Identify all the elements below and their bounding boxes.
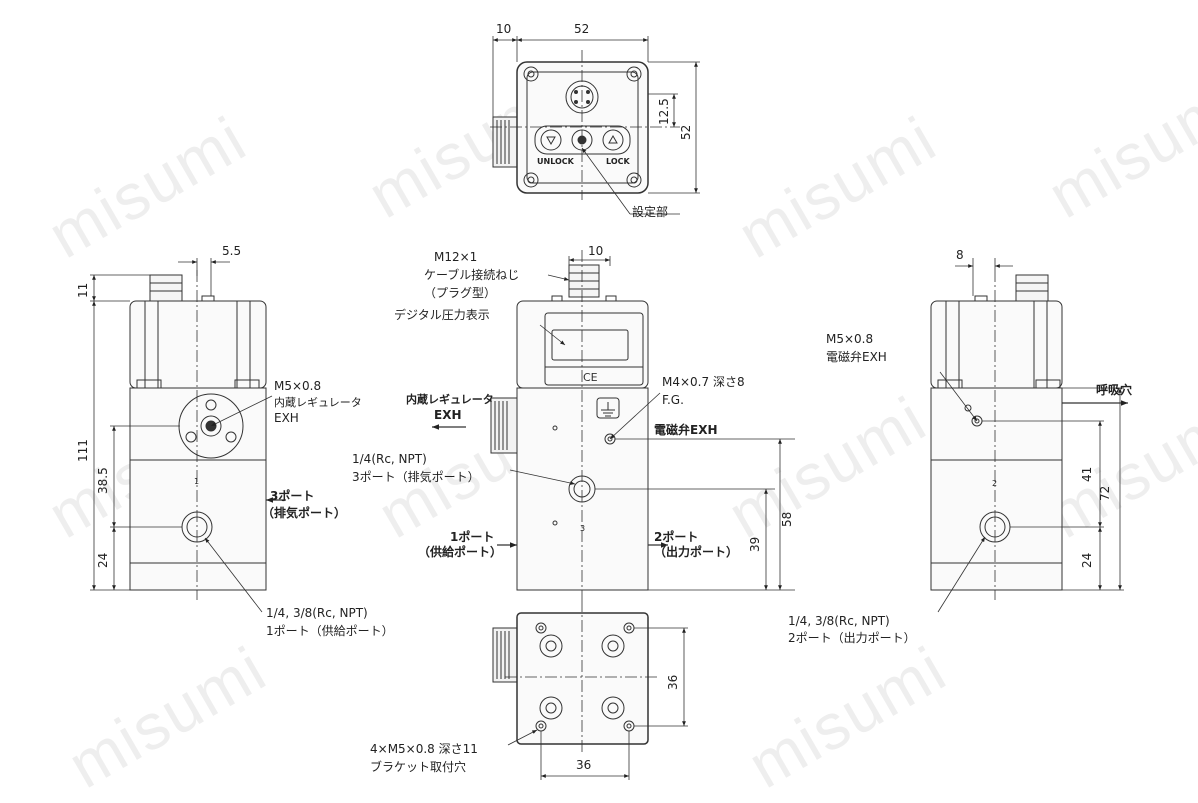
left-view [90,258,286,613]
setting-part-label: 設定部 [632,205,669,219]
dim-front-10: 10 [588,244,604,258]
m12-label: M12×1 [434,250,478,264]
dim-left-38-5: 38.5 [96,467,110,494]
thread-quarter-label: 1/4(Rc, NPT) [352,452,427,466]
dim-left-111: 111 [76,439,90,462]
front-port-number: 3 [580,524,586,533]
left-internal-reg-label: 内蔵レギュレータ [274,396,362,409]
dim-top-52-width: 52 [574,22,590,36]
dim-top-52-height: 52 [679,124,693,140]
dim-left-5-5: 5.5 [222,244,242,258]
right-port2-label: 2ポート（出力ポート） [788,631,916,645]
left-port-number: 1 [194,477,200,486]
dim-bottom-36-width: 36 [576,758,592,772]
right-view [930,258,1128,613]
cable-thread-label: ケーブル接続ねじ [424,268,520,282]
dim-left-24: 24 [96,552,110,568]
digital-display-label: デジタル圧力表示 [394,308,490,322]
dim-right-41: 41 [1080,466,1094,482]
front-solenoid-exh-label: 電磁弁EXH [654,423,718,437]
fg-label: F.G. [662,393,684,407]
m4-label: M4×0.7 深さ8 [662,375,745,389]
dim-right-24: 24 [1080,552,1094,568]
left-thread-label: 1/4, 3/8(Rc, NPT) [266,606,368,620]
dim-top-10: 10 [496,22,512,36]
front-view: CE [432,250,795,600]
left-port1-label: 1ポート（供給ポート） [266,624,394,638]
right-port-number: 2 [992,479,998,488]
right-solenoid-exh-label: 電磁弁EXH [826,350,887,364]
left-port3-label: 3ポート [270,489,315,503]
left-exh-label: EXH [274,411,299,425]
breathing-hole-label: 呼吸穴 [1096,383,1133,397]
bracket-hole-label: ブラケット取付穴 [370,760,467,774]
front-exh-label: EXH [434,408,462,422]
front-port2-label: 2ポート [654,530,699,544]
dim-right-8: 8 [956,248,964,262]
right-m5-label: M5×0.8 [826,332,874,346]
bracket-thread-label: 4×M5×0.8 深さ11 [370,742,478,756]
left-m5-label: M5×0.8 [274,379,322,393]
bottom-view [492,600,688,780]
front-internal-reg-label: 内蔵レギュレータ [406,393,494,406]
left-port3-sub-label: （排気ポート） [262,506,347,520]
svg-text:CE: CE [583,371,598,384]
lock-label: LOCK [606,157,630,166]
dim-front-58: 58 [780,511,794,527]
front-port1-sub-label: （供給ポート） [418,545,503,559]
unlock-label: UNLOCK [537,157,574,166]
plug-type-label: （プラグ型） [424,286,497,300]
dim-top-12-5: 12.5 [657,98,671,125]
top-view [490,36,700,215]
front-port2-sub-label: （出力ポート） [654,545,739,559]
dim-front-39: 39 [748,536,762,552]
right-thread-label: 1/4, 3/8(Rc, NPT) [788,614,890,628]
dim-bottom-36-height: 36 [666,674,680,690]
dim-left-11: 11 [76,282,90,298]
dim-right-72: 72 [1098,485,1112,501]
port3-exhaust-label: 3ポート（排気ポート） [352,470,480,484]
front-port1-label: 1ポート [450,530,495,544]
